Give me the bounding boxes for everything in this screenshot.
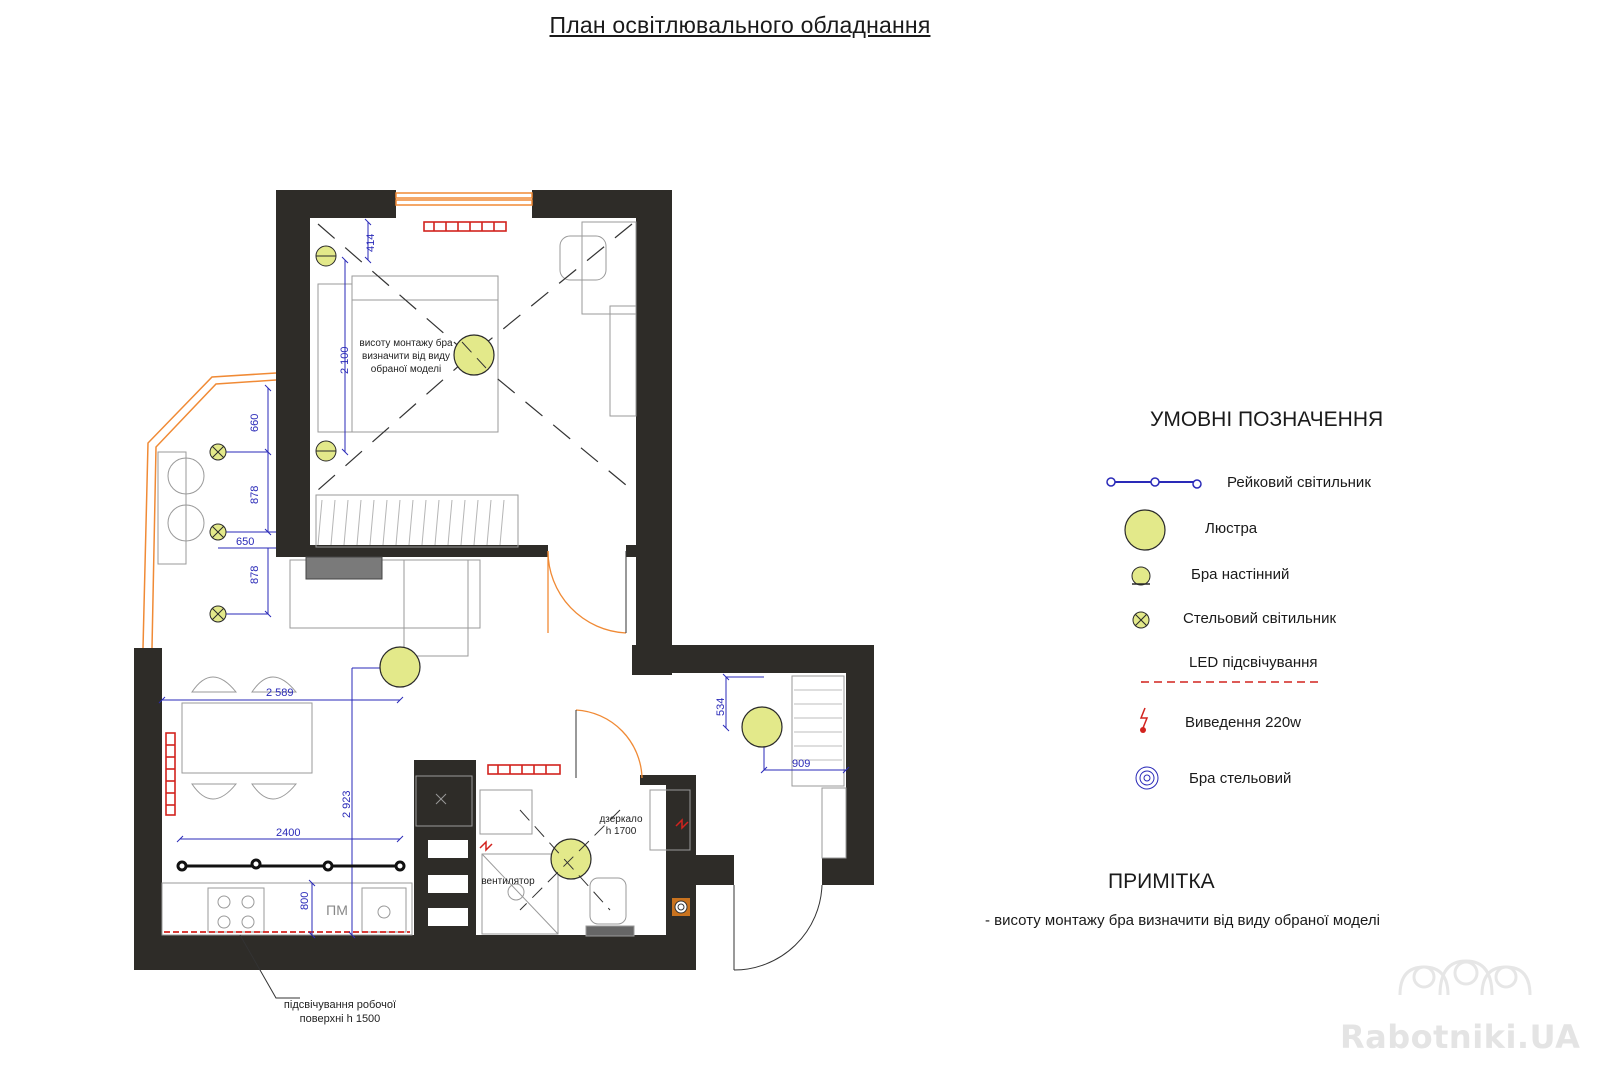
dim-label: 414 <box>365 234 377 252</box>
ceiling-light-icon <box>209 523 227 541</box>
worktop-leader-line <box>239 934 300 999</box>
dim-label: 2400 <box>276 827 300 839</box>
worktop-lighting-label: підсвічування робочої <box>284 999 396 1011</box>
power-outlets <box>479 818 689 852</box>
legend-item-track-light: Рейковий світильник <box>1105 466 1505 506</box>
bedroom-note-line: обраної моделі <box>371 363 441 375</box>
dimension-labels: 414 2 100 660 878 650 878 2 589 534 909 … <box>236 234 810 910</box>
legend-item-outlet: Виведення 220w <box>1105 704 1505 744</box>
page-title: План освітлювального обладнання <box>549 12 931 38</box>
legend-label: Люстра <box>1205 520 1258 537</box>
radiators <box>165 221 561 816</box>
worktop-lighting-height: поверхні h 1500 <box>300 1013 381 1025</box>
power-outlet-220-icon <box>675 818 689 830</box>
legend-label: Виведення 220w <box>1185 714 1302 731</box>
mirror-label: дзеркало <box>599 814 643 825</box>
ceiling-sconce-icon <box>674 900 688 914</box>
legend-label: Рейковий світильник <box>1227 474 1371 491</box>
dim-label: 878 <box>249 486 261 504</box>
note-heading: ПРИМІТКА <box>1108 870 1215 893</box>
chandelier-icon <box>741 706 783 748</box>
legend-heading: УМОВНІ ПОЗНАЧЕННЯ <box>1150 408 1384 431</box>
dim-label: 534 <box>715 698 727 716</box>
chandelier-guides <box>461 341 621 911</box>
legend-label: Бра стельовий <box>1189 770 1292 787</box>
doors <box>547 550 823 971</box>
dim-label: 650 <box>236 536 254 548</box>
watermark-logo-icon <box>1398 959 1532 996</box>
legend-label: LED підсвічування <box>1189 654 1318 671</box>
dim-label: 878 <box>249 566 261 584</box>
track-light-head <box>250 858 262 870</box>
dimension-lines <box>158 218 850 939</box>
furniture <box>157 221 847 937</box>
dim-label: 909 <box>792 758 810 770</box>
dim-label: 2 100 <box>339 346 351 374</box>
ceiling-sconce-icon <box>1135 766 1159 790</box>
wall-sconce-icon <box>1131 566 1151 586</box>
power-outlet-220-icon <box>479 840 493 852</box>
track-light-icon <box>1106 477 1202 489</box>
windows <box>142 192 533 649</box>
walls <box>134 190 874 970</box>
dim-label: 2 589 <box>266 687 294 699</box>
legend-item-chandelier: Люстра <box>1105 508 1505 551</box>
ceiling-light-icon <box>209 443 227 461</box>
led-strip-icon <box>1141 681 1321 683</box>
power-outlet-220-icon <box>1139 707 1149 733</box>
dim-label: 2 923 <box>341 790 353 818</box>
track-light-head <box>322 860 334 872</box>
legend-item-ceiling-sconce: Бра стельовий <box>1105 764 1505 804</box>
plan-annotations: висоту монтажу бра визначити від виду об… <box>284 337 643 1025</box>
bedroom-note-line: висоту монтажу бра <box>359 337 453 349</box>
chandelier-icon <box>1124 509 1166 551</box>
track-light <box>176 858 406 872</box>
dim-label: 660 <box>249 414 261 432</box>
chandelier-icon <box>453 334 495 376</box>
legend-item-led: LED підсвічування <box>1105 654 1505 700</box>
chandelier-icon <box>379 646 421 688</box>
legend-label: Бра настінний <box>1191 566 1290 583</box>
fridge-label: ПМ <box>326 902 348 918</box>
note-text: - висоту монтажу бра визначити від виду … <box>985 912 1380 929</box>
dim-label: 800 <box>299 892 311 910</box>
legend-label: Стельовий світильник <box>1183 610 1337 627</box>
watermark: Rabotniki.UA <box>1340 1018 1581 1056</box>
track-light-head <box>394 860 406 872</box>
ceiling-light-icon <box>1132 611 1150 629</box>
legend-item-ceiling-light: Стельовий світильник <box>1105 606 1505 646</box>
bedroom-note-line: визначити від виду <box>362 351 450 362</box>
wall-sconces <box>315 245 337 462</box>
mirror-height: h 1700 <box>606 826 637 837</box>
fan-label: вентилятор <box>481 876 535 887</box>
legend-item-wall-sconce: Бра настінний <box>1105 560 1505 600</box>
ceiling-sconce <box>672 898 690 916</box>
track-light-head <box>176 860 188 872</box>
ceiling-lights <box>209 443 227 623</box>
ceiling-light-icon <box>209 605 227 623</box>
